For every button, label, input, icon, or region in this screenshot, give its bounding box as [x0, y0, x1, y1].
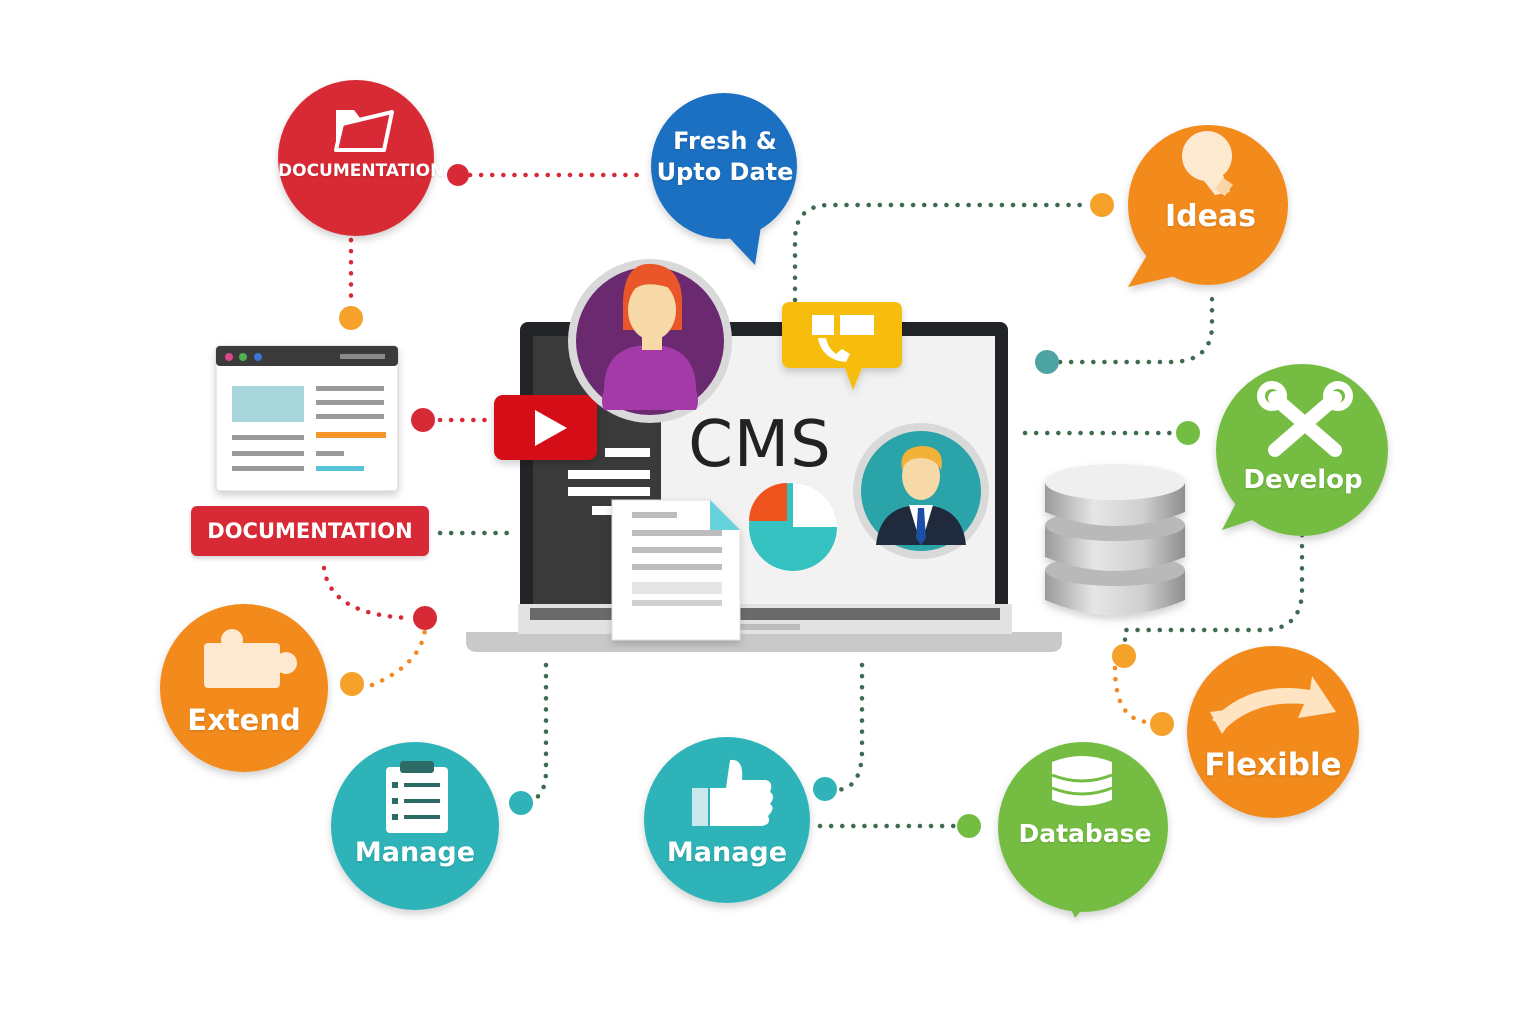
bubble-develop-label: Develop	[1243, 465, 1363, 495]
bubble-ideas-label: Ideas	[1164, 199, 1257, 234]
wrench-screwdriver-icon	[1257, 381, 1353, 457]
lightbulb-icon	[1182, 131, 1233, 197]
folder-icon	[334, 110, 394, 152]
bubble-fresh-label-line2: Upto Date	[656, 158, 794, 186]
avatar-woman	[568, 259, 732, 423]
document-page	[611, 499, 741, 641]
clipboard-icon	[386, 761, 448, 833]
bubble-flexible	[1187, 646, 1359, 818]
bubble-extend-label: Extend	[187, 703, 301, 737]
pie-chart	[749, 483, 837, 571]
bubble-documentation-label: DOCUMENTATION	[278, 161, 445, 181]
bubble-database	[998, 742, 1168, 918]
puzzle-icon	[204, 629, 297, 688]
bubble-documentation	[278, 80, 434, 236]
arrow-icon	[1210, 676, 1336, 734]
bubble-manage-left-label: Manage	[354, 837, 476, 868]
documentation-banner: DOCUMENTATION	[191, 506, 429, 556]
bubble-fresh-label-line1: Fresh &	[673, 127, 777, 155]
bubble-ideas	[1128, 125, 1288, 287]
bubble-database-label: Database	[1018, 819, 1152, 848]
bubble-manage-center-label: Manage	[666, 837, 788, 868]
play-icon	[494, 395, 597, 460]
connector-dots	[339, 164, 1200, 838]
bubble-flexible-label: Flexible	[1204, 747, 1342, 783]
thumbs-up-icon	[692, 759, 773, 826]
browser-window-icon	[215, 345, 399, 492]
cms-title: CMS	[688, 408, 832, 482]
database-icon	[1051, 756, 1113, 806]
avatar-man	[853, 423, 989, 559]
laptop-base	[466, 632, 1062, 652]
chat-phone-icon	[782, 302, 902, 390]
database-server-icon	[1045, 464, 1185, 615]
bubble-fresh	[651, 93, 797, 265]
bubble-develop	[1216, 364, 1388, 536]
